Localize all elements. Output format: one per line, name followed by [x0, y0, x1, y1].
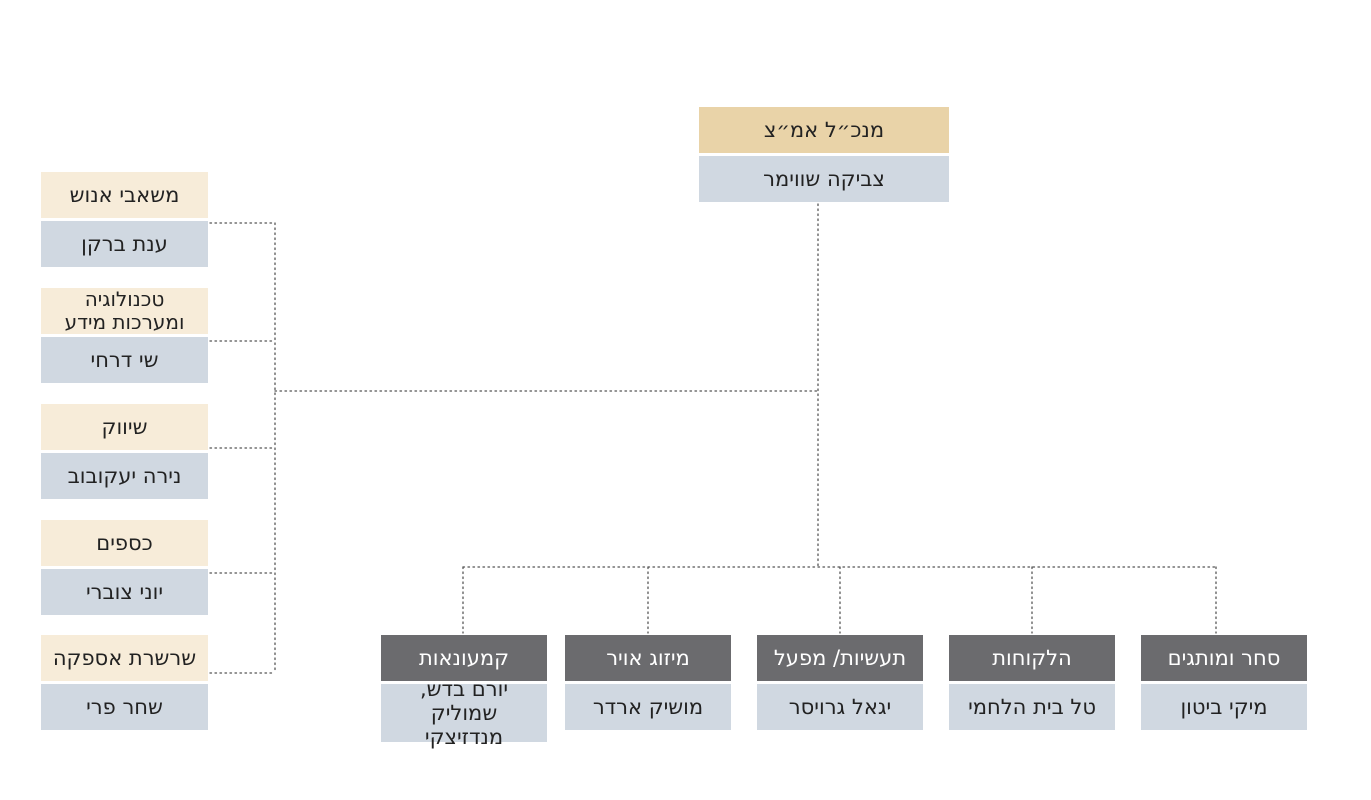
- unit-head-name: יוני צוברי: [41, 569, 208, 615]
- unit-title: משאבי אנוש: [41, 172, 208, 218]
- unit-head-name: מושיק ארדר: [565, 684, 731, 730]
- side-unit-supply-chain: שרשרת אספקה שחר פרי: [41, 635, 208, 730]
- side-unit-technology: טכנולוגיה ומערכות מידע שי דרחי: [41, 288, 208, 383]
- unit-head-name: נירה יעקובוב: [41, 453, 208, 499]
- unit-head-name: שי דרחי: [41, 337, 208, 383]
- ceo-title: מנכ״ל אמ״צ: [699, 107, 949, 153]
- unit-head-name: שחר פרי: [41, 684, 208, 730]
- unit-title: כספים: [41, 520, 208, 566]
- ceo-name: צביקה שווימר: [699, 156, 949, 202]
- unit-title: שיווק: [41, 404, 208, 450]
- ceo-node: מנכ״ל אמ״צ צביקה שווימר: [699, 107, 949, 202]
- bottom-unit-retail: קמעונאות יורם בדש, שמוליק מנדזיצקי: [381, 635, 547, 749]
- bottom-unit-air-conditioning: מיזוג אויר מושיק ארדר: [565, 635, 731, 730]
- unit-title: טכנולוגיה ומערכות מידע: [41, 288, 208, 334]
- unit-head-name: טל בית הלחמי: [949, 684, 1115, 730]
- side-unit-hr: משאבי אנוש ענת ברקן: [41, 172, 208, 267]
- unit-head-name: ענת ברקן: [41, 221, 208, 267]
- bottom-unit-customers: הלקוחות טל בית הלחמי: [949, 635, 1115, 730]
- bottom-unit-industries: תעשיות/ מפעל יגאל גרויסר: [757, 635, 923, 730]
- unit-head-name: מיקי ביטון: [1141, 684, 1307, 730]
- unit-head-name: יורם בדש, שמוליק מנדזיצקי: [381, 677, 547, 749]
- unit-title: סחר ומותגים: [1141, 635, 1307, 681]
- unit-head-name: יגאל גרויסר: [757, 684, 923, 730]
- unit-title: תעשיות/ מפעל: [757, 635, 923, 681]
- unit-title: מיזוג אויר: [565, 635, 731, 681]
- unit-title: שרשרת אספקה: [41, 635, 208, 681]
- side-unit-finance: כספים יוני צוברי: [41, 520, 208, 615]
- bottom-unit-trade-brands: סחר ומותגים מיקי ביטון: [1141, 635, 1307, 730]
- unit-title: קמעונאות: [381, 635, 547, 681]
- side-unit-marketing: שיווק נירה יעקובוב: [41, 404, 208, 499]
- unit-title: הלקוחות: [949, 635, 1115, 681]
